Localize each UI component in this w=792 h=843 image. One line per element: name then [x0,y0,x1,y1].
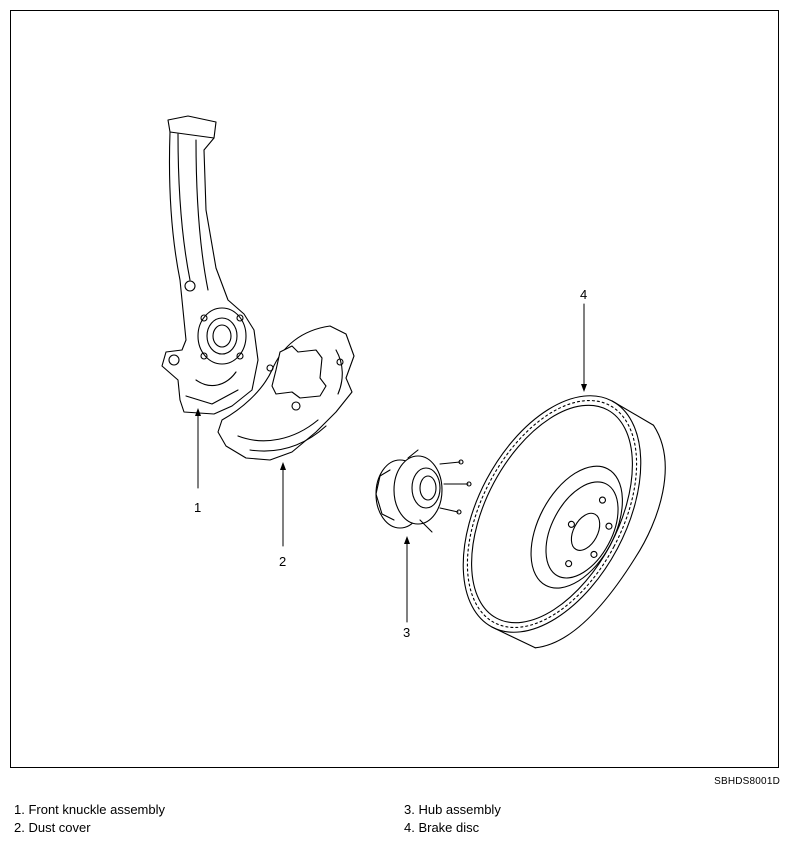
diagram-frame [10,10,779,768]
front-knuckle-drawing [161,115,259,415]
legend-item-1: 1. Front knuckle assembly [14,802,166,817]
legend-item-2: 2. Dust cover [14,820,91,835]
leader-lines [195,303,587,623]
figure-code: SBHDS8001D [714,776,780,787]
callout-3: 3 [403,625,411,640]
brake-disc-drawing [462,395,666,649]
callout-4: 4 [580,287,588,302]
legend-item-4: 4. Brake disc [404,820,480,835]
callout-2: 2 [279,554,287,569]
hub-assembly-drawing [375,449,472,533]
callout-1: 1 [194,500,202,515]
legend-item-3: 3. Hub assembly [404,802,501,817]
dust-cover-drawing [217,325,355,461]
